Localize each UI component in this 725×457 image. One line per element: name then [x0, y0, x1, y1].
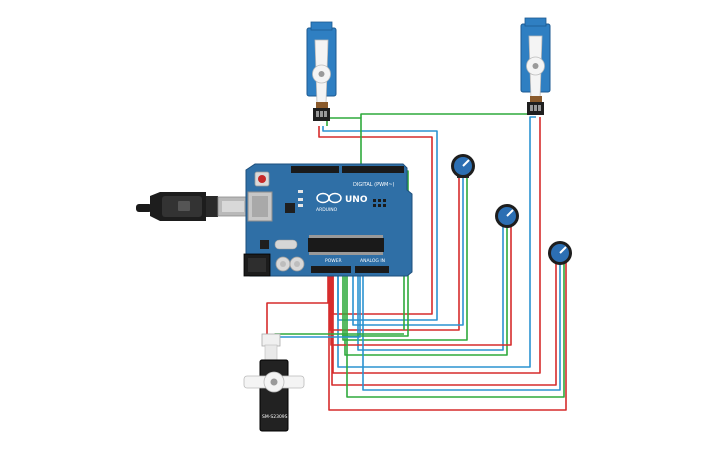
wire-pot3-blue[interactable]	[362, 262, 561, 391]
servo-bottom[interactable]: SM-S2309S	[243, 333, 305, 432]
wire-pot2-green[interactable]	[344, 226, 508, 356]
servo-connector	[261, 333, 281, 347]
atmega-chip	[308, 235, 384, 255]
usb-chip	[285, 203, 295, 213]
analog-header	[355, 266, 389, 273]
knob-indicator	[559, 246, 567, 254]
wire-outer-red[interactable]	[328, 262, 567, 411]
usb-cable[interactable]	[136, 192, 249, 221]
potentiometer-1[interactable]	[451, 154, 475, 178]
arduino-board[interactable]: DIGITAL (PWM~) UNO ARDUINO POWER ANALOG …	[243, 163, 413, 277]
led-rx	[298, 204, 303, 207]
icsp-header	[373, 199, 386, 207]
wire-servo2-red[interactable]	[332, 117, 541, 374]
potentiometer-3[interactable]	[548, 241, 572, 265]
knob-indicator	[506, 209, 514, 217]
led-tx	[298, 198, 303, 201]
regulator	[260, 240, 269, 249]
potentiometer-2[interactable]	[495, 204, 519, 228]
digital-header	[291, 166, 404, 173]
wire-servo3-red[interactable]	[266, 275, 329, 342]
knob-indicator	[462, 159, 470, 167]
power-header-label: POWER	[325, 258, 342, 264]
crystal	[274, 239, 298, 250]
arduino-logo-icon	[316, 192, 342, 204]
board-model: UNO	[345, 195, 368, 205]
wire-pot3-red[interactable]	[331, 262, 557, 386]
wire-pot2-blue[interactable]	[357, 226, 504, 351]
power-header	[311, 266, 351, 273]
reset-button-cap[interactable]	[258, 175, 266, 183]
board-brand: ARDUINO	[316, 207, 338, 213]
wire-servo2-green[interactable]	[360, 113, 532, 118]
servo-top-left[interactable]	[306, 21, 337, 121]
led-l	[298, 190, 303, 193]
wire-servo1-green[interactable]	[326, 117, 362, 176]
servo-top-right[interactable]	[520, 17, 551, 115]
analog-header-label: ANALOG IN	[360, 258, 385, 264]
wire-pot1-green[interactable]	[342, 178, 468, 341]
wire-pot2-red[interactable]	[330, 226, 512, 346]
digital-header-label: DIGITAL (PWM~)	[353, 182, 395, 188]
wire-pot1-red[interactable]	[329, 178, 460, 331]
servo-model-label: SM-S2309S	[262, 414, 288, 420]
